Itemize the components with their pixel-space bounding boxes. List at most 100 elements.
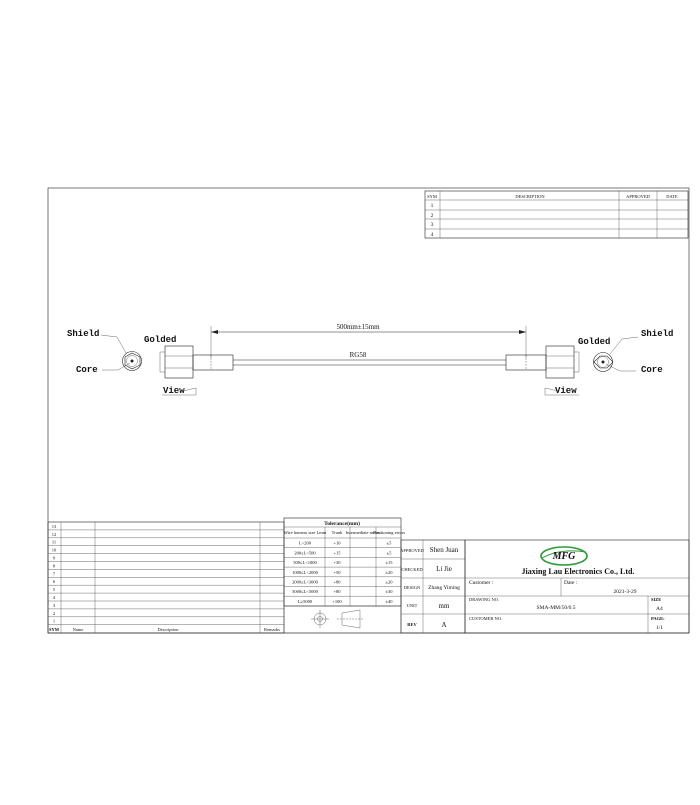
revision-table: SYM DESCRIPTION APPROVED DATE 1 2 3 4 bbox=[424, 190, 689, 239]
rev-row-1: 1 bbox=[431, 203, 434, 209]
tolerance-trunk: +15 bbox=[333, 550, 341, 555]
design-label: DESIGN bbox=[404, 585, 421, 590]
left-hex-nut bbox=[124, 352, 141, 370]
size-label: SIZE bbox=[651, 597, 661, 602]
rev-header-date: DATE bbox=[666, 194, 678, 199]
right-center-pin bbox=[601, 360, 605, 364]
rev-row-3: 3 bbox=[431, 222, 434, 228]
parts-row-number: 9 bbox=[53, 556, 56, 561]
date-value: 2021-3-29 bbox=[614, 589, 637, 595]
company-name: Jiaxing Lau Electronics Co., Ltd. bbox=[522, 567, 635, 576]
rev-value: A bbox=[441, 621, 446, 629]
parts-row-number: 3 bbox=[53, 603, 56, 608]
logo-text: MFG bbox=[552, 551, 577, 562]
cable-assembly: RG58 bbox=[159, 345, 580, 379]
drawing-no-label: DRAWING NO. bbox=[469, 597, 499, 602]
approval-block: APPROVED Shen Juan CHECKED Li Jie DESIGN… bbox=[400, 539, 466, 634]
rev-label: REV bbox=[407, 622, 417, 627]
parts-row-number: 5 bbox=[53, 587, 56, 592]
left-end-view: Shield Core Golded View bbox=[67, 329, 197, 396]
length-dimension: 500mm±15mm bbox=[210, 323, 527, 358]
parts-list-rows: 13 12 11 10 9 8 7 6 5 4 3 2 1 bbox=[48, 524, 284, 625]
tolerance-trunk: +80 bbox=[333, 589, 341, 594]
rev-header-approved: APPROVED bbox=[626, 194, 651, 199]
tol-header-trunk: Trunk bbox=[332, 530, 344, 535]
design-name: Zhang Yiming bbox=[428, 585, 460, 591]
tolerance-range: L≥5000 bbox=[298, 599, 313, 604]
right-sma-connector bbox=[545, 345, 580, 379]
tolerance-error: ±30 bbox=[386, 589, 394, 594]
date-label: Date : bbox=[564, 580, 578, 586]
tolerance-rows: L<200 +10 ±5 200≤L<500 +15 ±5 500≤L<1000 +30 ±15… bbox=[284, 541, 401, 604]
page-value: 1/1 bbox=[656, 625, 663, 631]
right-shield-label: Shield bbox=[641, 329, 673, 339]
tolerance-error: ±20 bbox=[386, 570, 394, 575]
tolerance-title: Tolerance(mm) bbox=[324, 520, 360, 527]
tolerance-range: 500≤L<1000 bbox=[293, 560, 317, 565]
rev-row-2: 2 bbox=[431, 213, 434, 219]
parts-row-number: 1 bbox=[53, 619, 55, 624]
parts-footer-sym: SYM bbox=[49, 627, 60, 632]
tolerance-trunk: +50 bbox=[333, 570, 341, 575]
approved-name: Shen Juan bbox=[430, 546, 459, 554]
left-view-label: View bbox=[163, 386, 185, 396]
approved-label: APPROVED bbox=[400, 548, 425, 553]
parts-row-number: 6 bbox=[53, 579, 56, 584]
parts-row-number: 4 bbox=[53, 595, 56, 600]
parts-row-number: 8 bbox=[53, 563, 56, 568]
tolerance-range: 2000≤L<3000 bbox=[292, 580, 319, 585]
tolerance-error: ±20 bbox=[386, 580, 394, 585]
parts-row-number: 11 bbox=[52, 540, 56, 545]
tolerance-trunk: +30 bbox=[333, 560, 341, 565]
tolerance-trunk: +80 bbox=[333, 580, 341, 585]
tolerance-error: ±15 bbox=[386, 560, 394, 565]
right-view-label: View bbox=[555, 386, 577, 396]
left-core-label: Core bbox=[76, 365, 98, 375]
page-label: PAGE: bbox=[651, 616, 665, 621]
left-golded-label: Golded bbox=[144, 335, 176, 345]
tolerance-trunk: +10 bbox=[333, 541, 341, 546]
unit-label: UNIT bbox=[407, 603, 418, 608]
tolerance-error: ±5 bbox=[387, 541, 392, 546]
customer-no-label: CUSTOMER NO. bbox=[469, 616, 502, 621]
right-golded-label: Golded bbox=[578, 337, 610, 347]
left-sma-connector bbox=[159, 345, 194, 379]
right-hex-nut bbox=[593, 355, 614, 369]
parts-footer-name: Name bbox=[73, 627, 84, 632]
parts-footer-description: Description bbox=[158, 627, 180, 632]
parts-list-table: 13 12 11 10 9 8 7 6 5 4 3 2 1 SYM Name Description R… bbox=[47, 521, 285, 634]
drawing-no-value: SMA-MM/50/0.5 bbox=[537, 605, 576, 611]
right-end-view: Shield Core Golded View bbox=[544, 329, 673, 396]
projection-symbol bbox=[311, 609, 364, 629]
company-block: MFG Jiaxing Lau Electronics Co., Ltd. Cu… bbox=[464, 539, 690, 634]
left-shield-label: Shield bbox=[67, 329, 99, 339]
tol-header-intermediate: Intermediate nodes bbox=[346, 530, 381, 535]
customer-label: Customer : bbox=[469, 580, 494, 586]
tol-header-errors: Positioning errors bbox=[373, 530, 405, 535]
parts-footer-remarks: Remarks bbox=[264, 627, 280, 632]
parts-row-number: 13 bbox=[52, 524, 57, 529]
tolerance-range: 200≤L<500 bbox=[294, 550, 316, 555]
company-logo: MFG bbox=[540, 546, 588, 566]
tolerance-range: L<200 bbox=[299, 541, 312, 546]
parts-row-number: 12 bbox=[52, 532, 57, 537]
tolerance-error: ±5 bbox=[387, 550, 392, 555]
parts-row-number: 2 bbox=[53, 611, 55, 616]
unit-value: mm bbox=[439, 602, 450, 610]
rev-header-description: DESCRIPTION bbox=[515, 194, 545, 199]
parts-row-number: 10 bbox=[52, 548, 57, 553]
size-value: A4 bbox=[656, 606, 663, 612]
rev-header-sym: SYM bbox=[427, 194, 437, 199]
tolerance-error: ±40 bbox=[386, 599, 394, 604]
parts-row-number: 7 bbox=[53, 571, 56, 576]
tolerance-table: Tolerance(mm) Wire harness size Lmm Trun… bbox=[283, 517, 405, 634]
tolerance-range: 1000≤L<2000 bbox=[292, 570, 319, 575]
checked-name: Li Jie bbox=[436, 565, 452, 573]
tol-header-size: Wire harness size Lmm bbox=[284, 530, 327, 535]
rev-row-4: 4 bbox=[431, 232, 434, 238]
tolerance-range: 3000≤L<5000 bbox=[292, 589, 319, 594]
checked-label: CHECKED bbox=[401, 567, 423, 572]
left-center-pin bbox=[130, 359, 134, 363]
